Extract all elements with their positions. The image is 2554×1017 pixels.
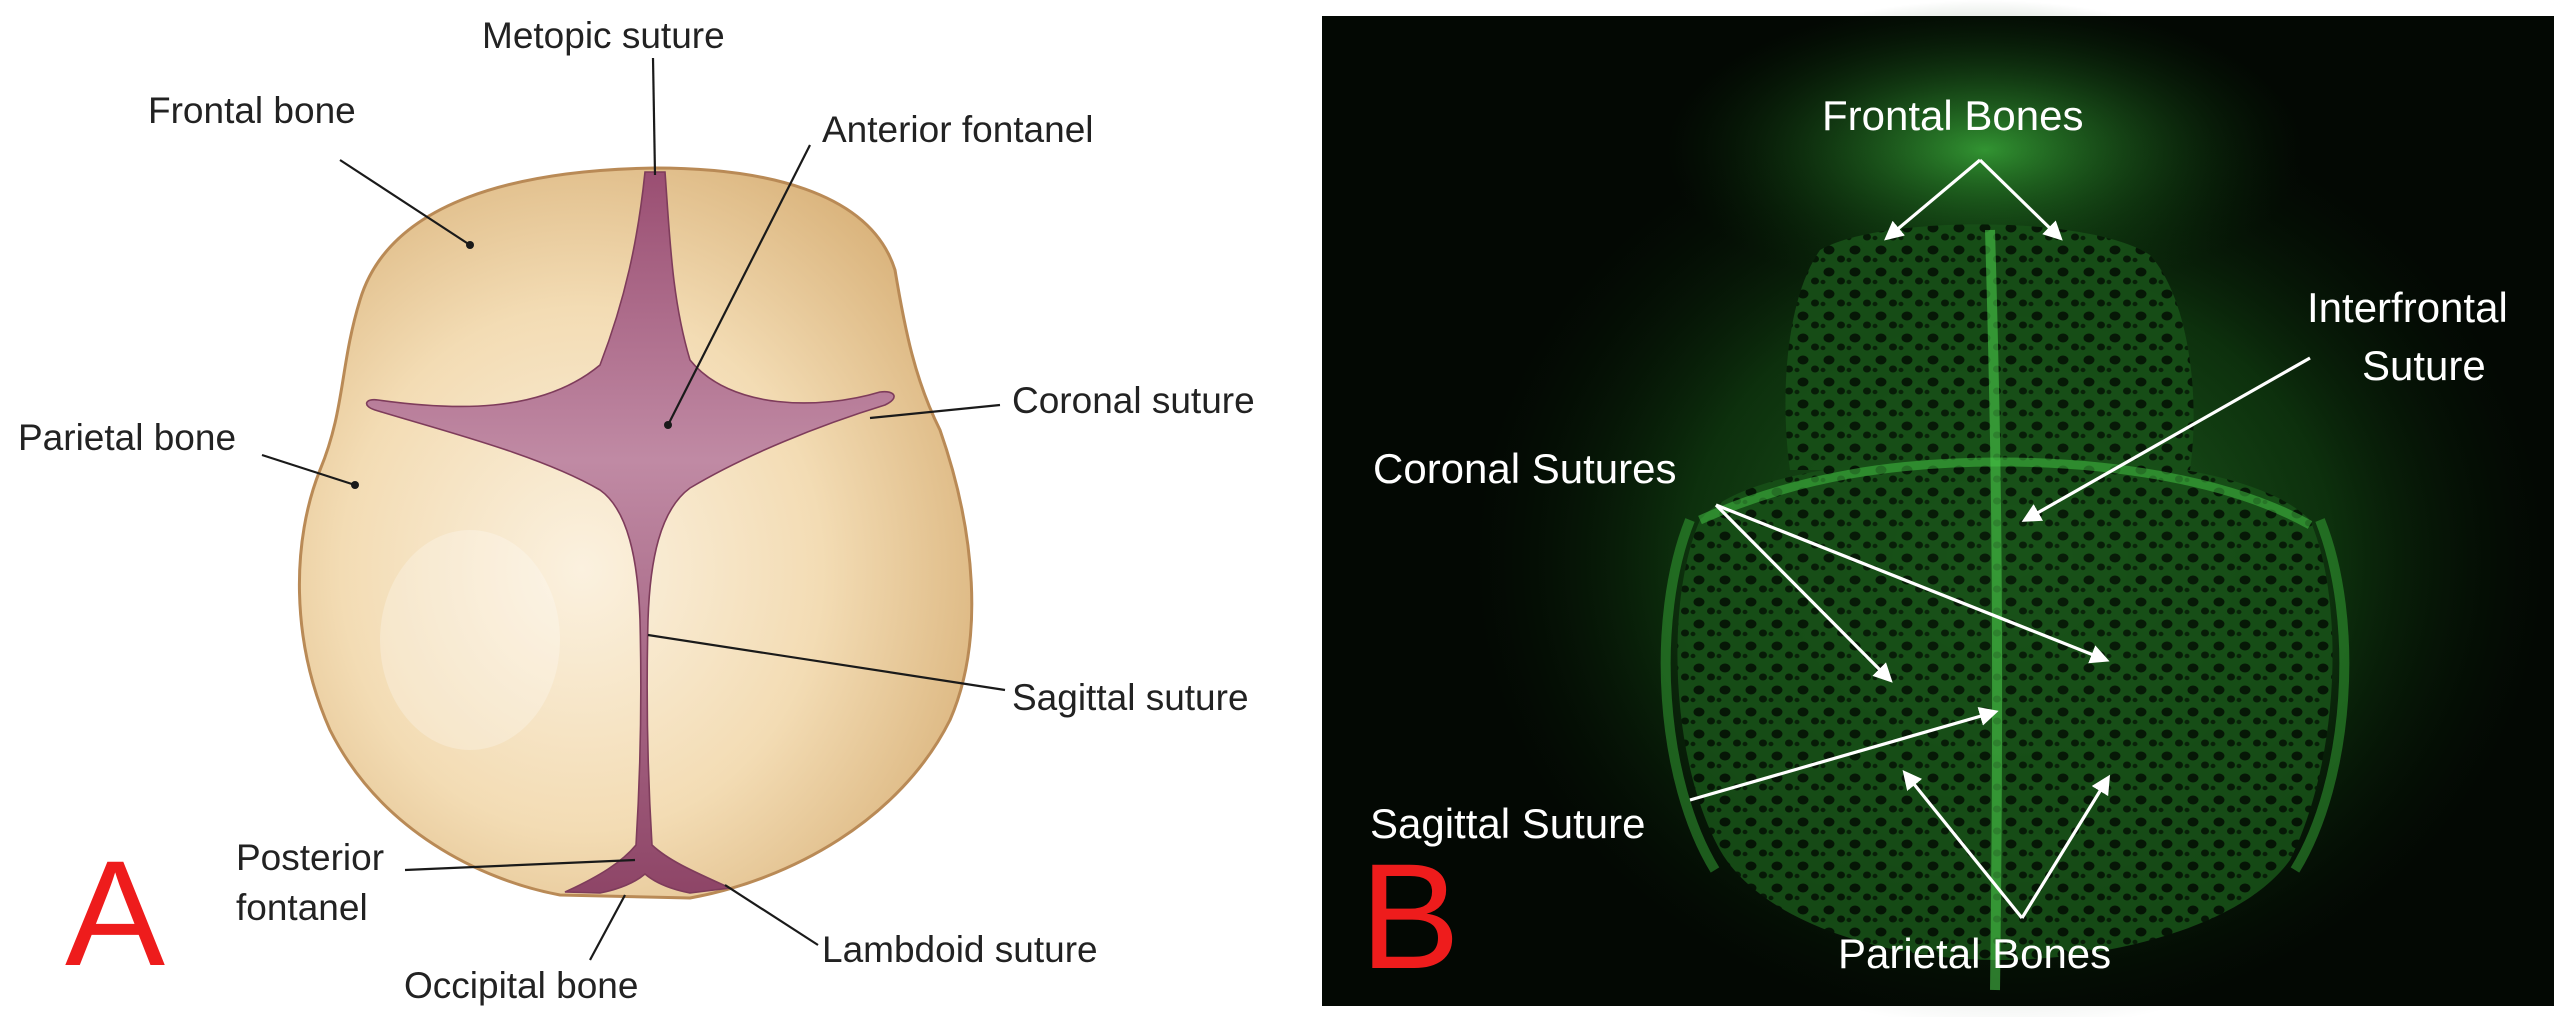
label-anterior-fontanel: Anterior fontanel [822, 109, 1094, 150]
label-frontal-bone: Frontal bone [148, 90, 356, 131]
label-interfrontal-line2: Suture [2362, 342, 2486, 389]
point-parietal [351, 481, 359, 489]
label-coronal-sutures: Coronal Sutures [1373, 445, 1677, 492]
label-metopic-suture: Metopic suture [482, 15, 725, 56]
label-posterior-fontanel-line2: fontanel [236, 887, 368, 928]
leader-occipital [590, 895, 625, 960]
label-sagittal-suture: Sagittal suture [1012, 677, 1249, 718]
point-frontal [466, 241, 474, 249]
label-lambdoid-suture: Lambdoid suture [822, 929, 1098, 970]
panel-a: Metopic suture Frontal bone Anterior fon… [18, 15, 1255, 1006]
skull-illustration [299, 168, 971, 898]
label-occipital-bone: Occipital bone [404, 965, 638, 1006]
parietal-region [1677, 459, 2332, 960]
skull-highlight [380, 530, 560, 750]
label-parietal-bones: Parietal Bones [1838, 930, 2111, 977]
label-posterior-fontanel-line1: Posterior [236, 837, 384, 878]
label-interfrontal-line1: Interfrontal [2307, 284, 2508, 331]
panel-letter-a: A [65, 829, 165, 997]
panel-b: Frontal Bones Interfrontal Suture Corona… [1322, 0, 2554, 1017]
point-anterior-fontanel [664, 421, 672, 429]
label-parietal-bone: Parietal bone [18, 417, 236, 458]
panel-letter-b: B [1360, 832, 1460, 1000]
leader-metopic [653, 58, 655, 175]
label-coronal-suture: Coronal suture [1012, 380, 1255, 421]
label-frontal-bones: Frontal Bones [1822, 92, 2083, 139]
leader-lambdoid [725, 885, 818, 945]
